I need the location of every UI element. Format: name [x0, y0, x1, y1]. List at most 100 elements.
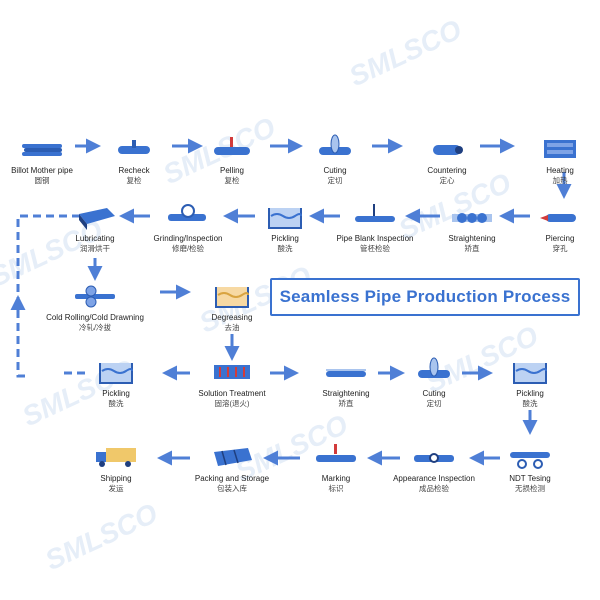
step-label: Shipping	[100, 474, 132, 483]
step-label: Pickling	[516, 389, 544, 398]
piercing-icon	[540, 214, 576, 222]
step-packing-storage: Packing and Storage 包装入库	[172, 442, 292, 493]
step-cold-rolling: Cold Rolling/Cold Drawning 冷轧/冷拔	[35, 281, 155, 332]
step-pickling: Pickling 酸洗	[56, 357, 176, 408]
pickling-icon	[513, 363, 547, 384]
step-ndt-testing: NDT Tesing 无损检测	[470, 442, 590, 493]
marking-icon	[316, 444, 356, 462]
step-label: Pickling	[271, 234, 299, 243]
packing-icon	[214, 448, 252, 466]
step-label: Marking	[321, 474, 351, 483]
step-label: Recheck	[118, 166, 150, 175]
step-label: Grinding/Inspection	[153, 234, 223, 243]
grinding-icon	[168, 204, 206, 221]
lubricating-icon	[79, 208, 115, 230]
step-label-zh: 标识	[328, 484, 344, 493]
step-label: Cuting	[323, 166, 347, 175]
step-label-zh: 复检	[224, 176, 240, 185]
pickling-icon	[99, 363, 133, 384]
centering-icon	[433, 145, 463, 155]
step-label-zh: 固溶(退火)	[214, 399, 250, 408]
step-billet: Billot Mother pipe 圆钢	[0, 134, 102, 185]
step-label: Billot Mother pipe	[11, 166, 73, 175]
straightening-icon	[452, 213, 492, 223]
step-centering: Countering 定心	[387, 134, 507, 185]
step-piercing: Piercing 穿孔	[500, 202, 600, 253]
step-heating: Heating 加热	[500, 134, 600, 185]
step-label-zh: 润滑烘干	[80, 244, 110, 253]
step-marking: Marking 标识	[276, 442, 396, 493]
step-label-zh: 无损检测	[515, 484, 545, 493]
step-label: Pipe Blank Inspection	[336, 234, 414, 243]
cutting-icon	[319, 134, 351, 155]
step-lubricating: Lubricating 润滑烘干	[35, 202, 155, 253]
step-label: Lubricating	[75, 234, 115, 243]
step-label-zh: 穿孔	[552, 244, 568, 253]
step-solution-treatment: Solution Treatment 固溶(退火)	[172, 357, 292, 408]
step-label: Cold Rolling/Cold Drawning	[46, 313, 144, 322]
step-label: Appearance Inspection	[393, 474, 475, 483]
step-label: Straightening	[448, 234, 496, 243]
step-label-zh: 矫直	[338, 399, 354, 408]
step-label-zh: 矫直	[464, 244, 480, 253]
step-label: Countering	[427, 166, 467, 175]
rolling-icon	[75, 285, 115, 308]
step-label-zh: 酸洗	[522, 399, 538, 408]
step-label-zh: 定切	[426, 399, 442, 408]
step-label: NDT Tesing	[509, 474, 551, 483]
step-recheck: Recheck 复检	[74, 134, 194, 185]
cutting-icon	[418, 357, 450, 378]
step-label-zh: 管柸检验	[360, 244, 390, 253]
step-grinding: Grinding/Inspection 修磨/检验	[128, 202, 248, 253]
step-label-zh: 去油	[224, 323, 240, 332]
step-label-zh: 发运	[108, 484, 124, 493]
step-straightening: Straightening 矫直	[286, 357, 406, 408]
step-label: Packing and Storage	[194, 474, 270, 483]
step-label: Straightening	[322, 389, 370, 398]
step-label-zh: 复检	[126, 176, 142, 185]
step-label: Pickling	[102, 389, 130, 398]
furnace-icon	[544, 140, 576, 158]
straightening-bar-icon	[326, 369, 366, 377]
process-title-box: Seamless Pipe Production Process	[270, 278, 580, 316]
step-peeling: Pelling 复检	[172, 134, 292, 185]
pickling-icon	[268, 208, 302, 229]
step-label: Pelling	[219, 166, 244, 175]
step-cutting: Cuting 定切	[275, 134, 395, 185]
step-label: Piercing	[545, 234, 575, 243]
step-label-zh: 圆钢	[34, 176, 50, 185]
step-cutting: Cuting 定切	[374, 357, 494, 408]
truck-icon	[96, 448, 136, 467]
step-label-zh: 定切	[327, 176, 343, 185]
step-label: Heating	[546, 166, 574, 175]
peeling-icon	[214, 137, 250, 155]
return-loop-line	[16, 214, 80, 378]
step-label-zh: 修磨/检验	[171, 244, 205, 253]
step-label: Cuting	[422, 389, 446, 398]
degreasing-icon	[215, 287, 249, 308]
step-label-zh: 酸洗	[108, 399, 124, 408]
step-label-zh: 定心	[439, 176, 455, 185]
step-label: Degreasing	[211, 313, 253, 322]
billet-icon	[22, 144, 62, 156]
step-label-zh: 包装入库	[217, 484, 247, 493]
step-pipe-blank-inspection: Pipe Blank Inspection 管柸检验	[315, 202, 435, 253]
recheck-icon	[118, 140, 150, 154]
step-label-zh: 冷轧/冷拔	[78, 323, 112, 332]
step-label-zh: 酸洗	[277, 244, 293, 253]
ndt-icon	[510, 452, 550, 469]
step-shipping: Shipping 发运	[56, 442, 176, 493]
step-pickling: Pickling 酸洗	[225, 202, 345, 253]
step-label-zh: 成品检验	[419, 484, 449, 493]
step-pickling: Pickling 酸洗	[470, 357, 590, 408]
step-appearance-inspection: Appearance Inspection 成品检验	[374, 442, 494, 493]
step-label: Solution Treatment	[198, 389, 266, 398]
inspection-icon	[355, 204, 395, 222]
step-label-zh: 加热	[552, 176, 568, 185]
step-degreasing: Degreasing 去油	[172, 281, 292, 332]
appearance-icon	[414, 453, 454, 463]
step-straightening: Straightening 矫直	[412, 202, 532, 253]
solution-icon	[214, 365, 250, 379]
process-title: Seamless Pipe Production Process	[279, 287, 571, 306]
